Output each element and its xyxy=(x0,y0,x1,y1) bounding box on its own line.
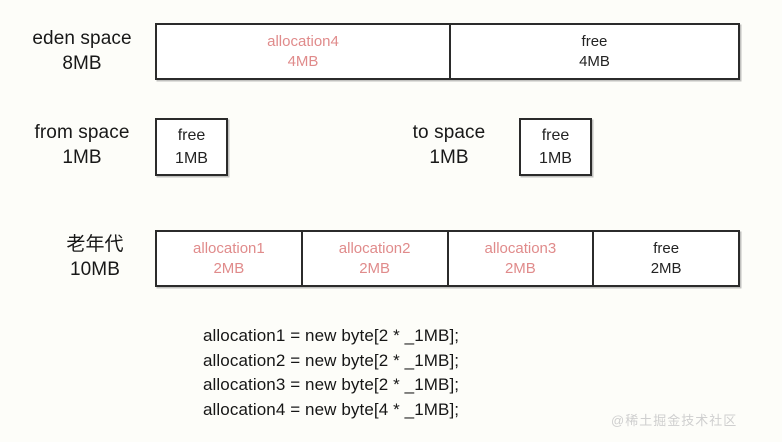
eden-cell-allocation4[interactable]: allocation4 4MB xyxy=(157,25,451,78)
allocation-code-block: allocation1 = new byte[2 * _1MB]; alloca… xyxy=(203,324,459,422)
old-gen-cell-free-name: free xyxy=(653,239,680,257)
old-gen-cell-allocation3-name: allocation3 xyxy=(484,239,557,257)
watermark: @稀土掘金技术社区 xyxy=(611,413,738,428)
code-line-4: allocation4 = new byte[4 * _1MB]; xyxy=(203,399,460,419)
old-gen-cell-free-size: 2MB xyxy=(650,259,682,277)
eden-space-bar: allocation4 4MB free 4MB xyxy=(155,23,740,80)
old-gen-cell-allocation1-size: 2MB xyxy=(213,259,245,277)
eden-cell-free-name: free xyxy=(581,32,608,50)
old-gen-cell-allocation1[interactable]: allocation1 2MB xyxy=(157,232,303,285)
old-gen-cell-allocation1-name: allocation1 xyxy=(193,239,265,257)
eden-cell-free[interactable]: free 4MB xyxy=(451,25,738,78)
eden-cell-allocation4-name: allocation4 xyxy=(267,32,339,50)
to-space-label-name: to space xyxy=(412,122,486,143)
to-space-cell-size: 1MB xyxy=(539,150,572,167)
old-gen-cell-free[interactable]: free 2MB xyxy=(594,232,738,285)
old-gen-cell-allocation3-size: 2MB xyxy=(504,259,536,277)
eden-cell-allocation4-size: 4MB xyxy=(287,52,319,70)
eden-space-label-size: 8MB xyxy=(62,53,102,74)
old-generation-label-size: 10MB xyxy=(69,259,121,280)
code-line-2: allocation2 = new byte[2 * _1MB]; xyxy=(203,350,460,370)
to-space-cell-name: free xyxy=(541,127,570,144)
old-gen-cell-allocation3[interactable]: allocation3 2MB xyxy=(449,232,595,285)
from-space-box[interactable]: free 1MB xyxy=(155,118,228,176)
eden-space-label-name: eden space xyxy=(32,28,132,49)
from-space-label: from space 1MB xyxy=(18,120,146,170)
old-gen-cell-allocation2-name: allocation2 xyxy=(338,239,411,257)
from-space-label-size: 1MB xyxy=(62,147,102,168)
from-space-cell-name: free xyxy=(177,127,206,144)
code-line-3: allocation3 = new byte[2 * _1MB]; xyxy=(203,375,460,394)
eden-space-label: eden space 8MB xyxy=(18,26,146,76)
old-gen-cell-allocation2[interactable]: allocation2 2MB xyxy=(303,232,449,285)
eden-cell-free-size: 4MB xyxy=(579,52,610,70)
to-space-box[interactable]: free 1MB xyxy=(519,118,592,176)
to-space-label: to space 1MB xyxy=(398,120,500,170)
from-space-label-name: from space xyxy=(34,122,130,143)
to-space-label-size: 1MB xyxy=(429,147,469,168)
from-space-cell-size: 1MB xyxy=(175,150,208,167)
old-generation-label-name: 老年代 xyxy=(66,234,124,255)
old-gen-cell-allocation2-size: 2MB xyxy=(359,259,391,277)
old-generation-label: 老年代 10MB xyxy=(40,232,150,282)
old-generation-bar: allocation1 2MB allocation2 2MB allocati… xyxy=(155,230,740,287)
code-line-1: allocation1 = new byte[2 * _1MB]; xyxy=(203,326,460,345)
